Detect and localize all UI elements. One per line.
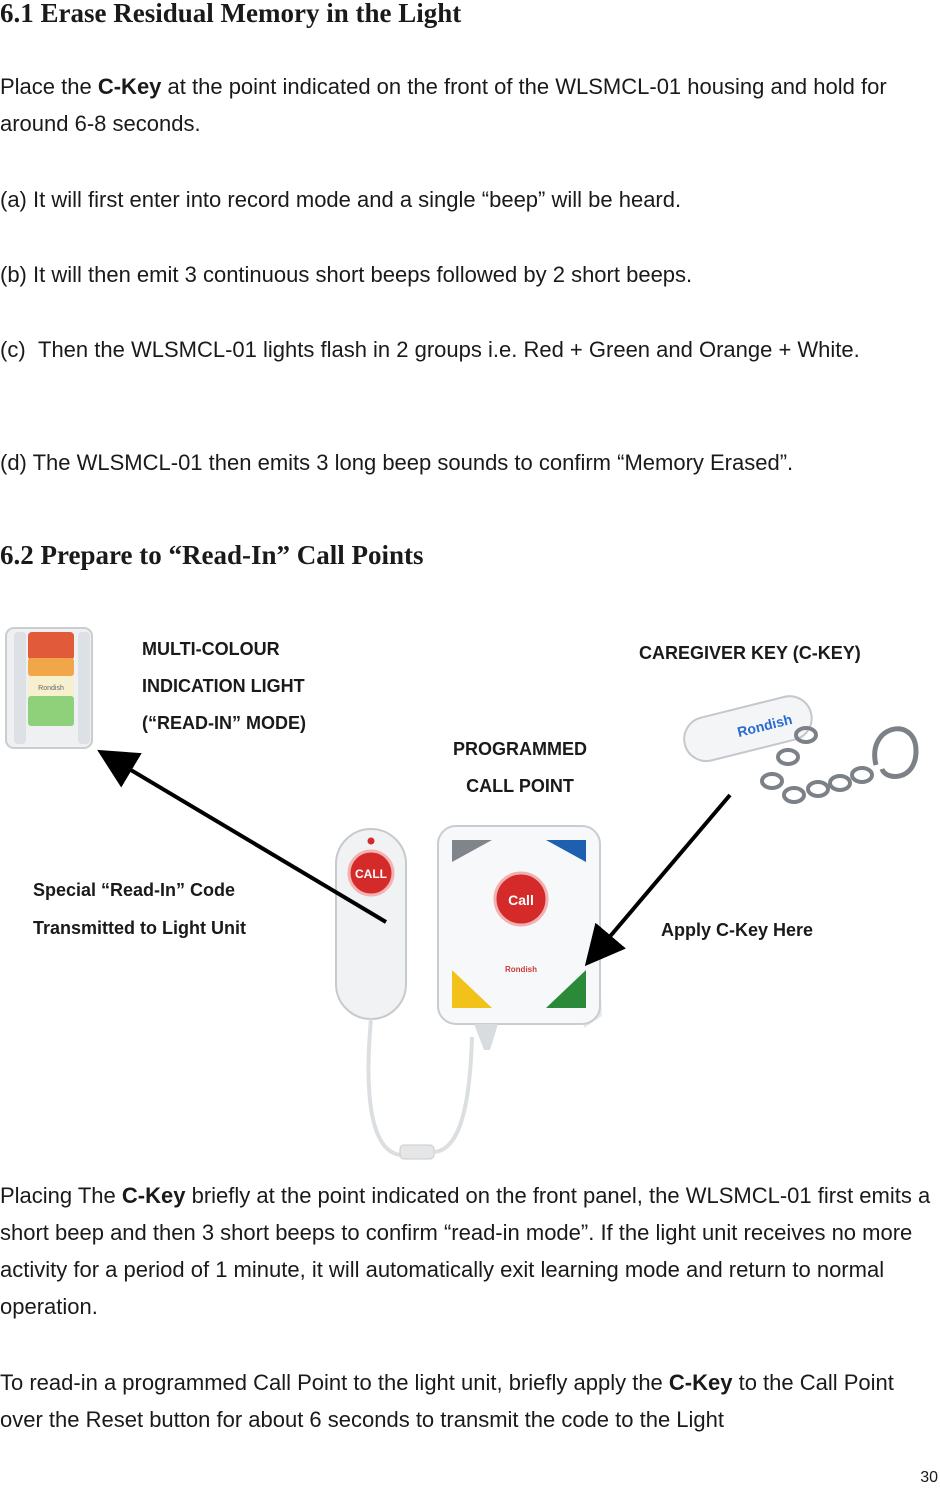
para2-pre: To read-in a programmed Call Point to th… xyxy=(0,1370,669,1395)
intro-pre: Place the xyxy=(0,74,98,99)
pendant-image: CALL xyxy=(335,828,474,1160)
label-special-2: Transmitted to Light Unit xyxy=(33,918,246,938)
para1-ckey: C-Key xyxy=(121,1183,186,1208)
step-a: (a) It will first enter into record mode… xyxy=(0,187,682,212)
intro-ckey: C-Key xyxy=(97,74,162,99)
step-c-text: Then the WLSMCL-01 lights flash in 2 gro… xyxy=(38,337,860,362)
page-number: 30 xyxy=(920,1469,938,1486)
label-light-1: MULTI-COLOUR xyxy=(142,639,280,659)
caregiver-key-image: Rondish xyxy=(683,695,919,804)
label-callpoint-1: PROGRAMMED xyxy=(453,739,587,759)
svg-text:Rondish: Rondish xyxy=(38,685,64,692)
section-heading-6-2: 6.2 Prepare to “Read-In” Call Points xyxy=(0,540,424,570)
panel-button-text: Call xyxy=(508,892,534,908)
intro-paragraph: Place the C-Key at the point indicated o… xyxy=(0,68,940,142)
para2-post: to the Call Point over the Reset button … xyxy=(0,1370,894,1432)
indication-light-image: Rondish xyxy=(5,627,93,749)
diagram: Rondish MULTI-COLOUR INDICATION LIGHT (“… xyxy=(0,600,940,1175)
pendant-button-text: CALL xyxy=(355,867,387,881)
label-light-2: INDICATION LIGHT xyxy=(142,676,305,696)
label-callpoint-2: CALL POINT xyxy=(466,776,574,796)
step-b: (b) It will then emit 3 continuous short… xyxy=(0,262,693,287)
arrow-to-light xyxy=(97,749,388,924)
para1-post: briefly at the point indicated on the fr… xyxy=(0,1183,931,1319)
para2-ckey: C-Key xyxy=(668,1370,733,1395)
label-caregiver-key: CAREGIVER KEY (C-KEY) xyxy=(639,643,861,663)
para1-pre: Placing The xyxy=(0,1183,122,1208)
arrow-to-reset xyxy=(584,793,732,967)
label-light-3: (“READ-IN” MODE) xyxy=(142,713,306,733)
intro-post: at the point indicated on the front of t… xyxy=(0,74,887,136)
label-special-1: Special “Read-In” Code xyxy=(33,880,236,900)
step-d: (d) The WLSMCL-01 then emits 3 long beep… xyxy=(0,450,794,475)
panel-brand-text: Rondish xyxy=(505,965,537,974)
read-in-paragraph-1: Placing The C-Key briefly at the point i… xyxy=(0,1177,940,1325)
call-point-image: Call Rondish xyxy=(437,825,602,1050)
step-c: (c) Then the WLSMCL-01 lights flash in 2… xyxy=(0,331,940,368)
arrows-overlay xyxy=(97,749,732,967)
read-in-paragraph-2: To read-in a programmed Call Point to th… xyxy=(0,1364,940,1438)
section-heading-6-1: 6.1 Erase Residual Memory in the Light xyxy=(0,0,462,28)
step-c-marker: (c) xyxy=(0,337,26,362)
label-apply-ckey: Apply C-Key Here xyxy=(661,920,814,940)
